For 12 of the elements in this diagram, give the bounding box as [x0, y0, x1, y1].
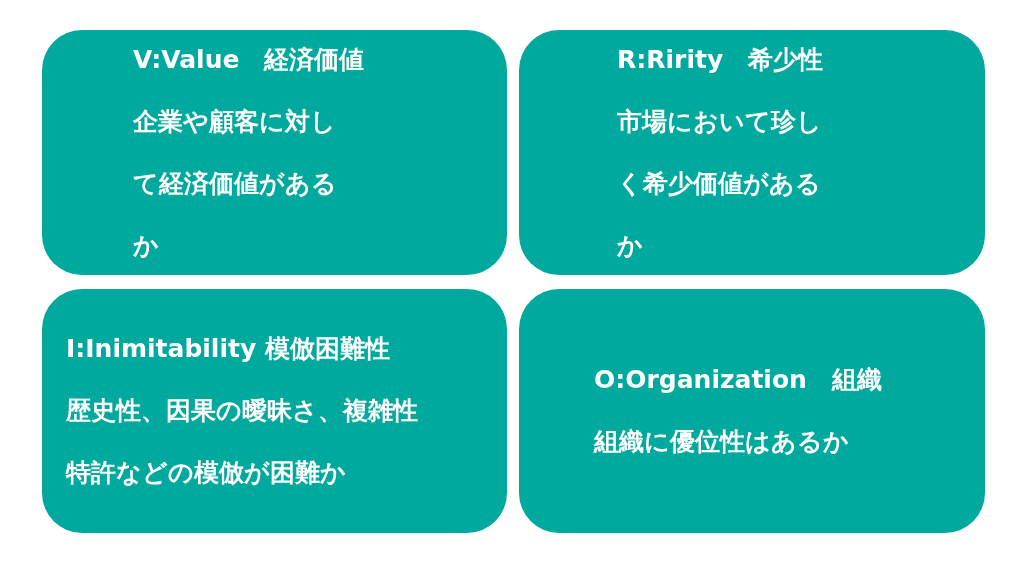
card-heading: V:Value 経済価値: [133, 43, 365, 76]
rounded-card: [42, 289, 507, 533]
card-heading: O:Organization 組織: [594, 364, 882, 396]
card-heading: I:Inimitability 模倣困難性: [66, 333, 390, 365]
card-description: 市場において珍しく希少価値があるか: [617, 105, 823, 262]
card-heading: R:Ririty 希少性: [617, 43, 824, 76]
card-description: 組織に優位性はあるか: [594, 426, 849, 458]
rounded-card: [42, 30, 507, 275]
card-description: 歴史性、因果の曖昧さ、複雑性特許などの模倣が困難か: [66, 395, 419, 489]
rounded-card: [519, 30, 985, 275]
rounded-card: [519, 289, 985, 533]
card-description: 企業や顧客に対して経済価値があるか: [133, 105, 338, 262]
